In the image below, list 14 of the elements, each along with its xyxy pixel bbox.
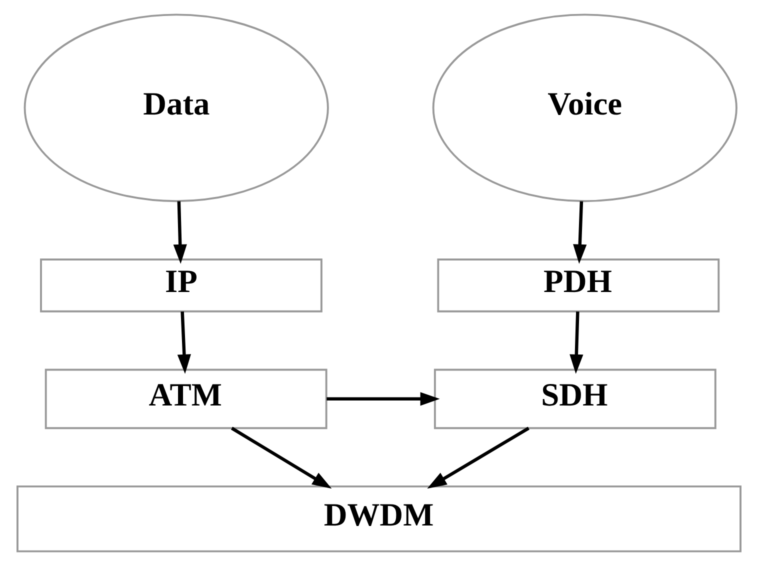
node-ellipse: Voice [432, 14, 738, 202]
node-box: SDH [434, 368, 716, 430]
node-box: DWDM [16, 485, 742, 552]
node-box: PDH [437, 258, 720, 312]
arrow [230, 426, 332, 489]
arrow [573, 201, 587, 264]
arrow [173, 201, 187, 264]
node-box: IP [40, 258, 322, 312]
arrow [326, 392, 440, 406]
node-ellipse: Data [24, 14, 329, 202]
node-box: ATM [44, 368, 328, 430]
arrow [177, 311, 191, 374]
arrow [570, 311, 584, 374]
arrow [427, 426, 530, 489]
